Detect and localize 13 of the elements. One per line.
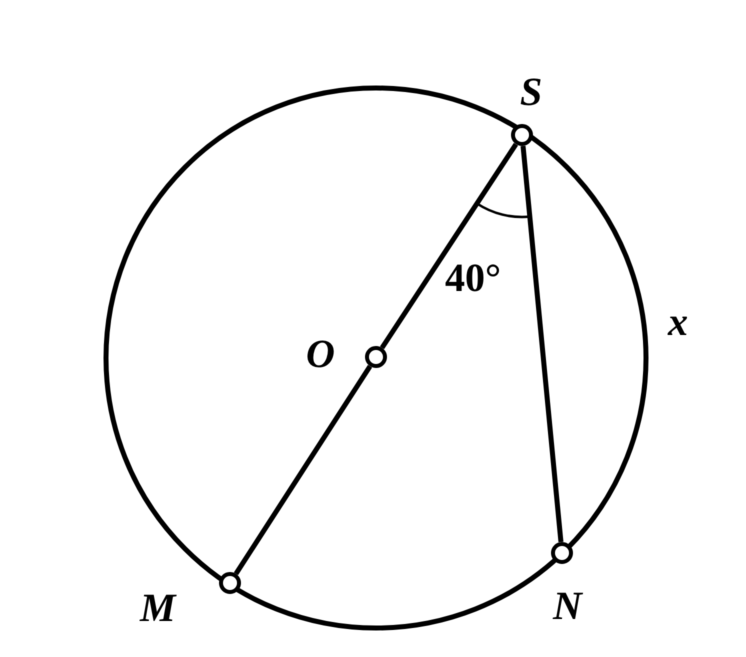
point-marker	[365, 346, 387, 368]
point-marker	[219, 572, 241, 594]
line-segment	[234, 364, 372, 576]
line-segment	[380, 142, 518, 350]
point-marker	[511, 124, 533, 146]
point-label: S	[520, 72, 542, 112]
line-segment	[520, 146, 564, 542]
arc-label: x	[668, 302, 688, 342]
point-label: N	[553, 586, 582, 626]
point-marker	[551, 542, 573, 564]
angle-label: 40°	[445, 258, 501, 298]
point-label: M	[140, 588, 176, 628]
point-label: O	[306, 334, 335, 374]
